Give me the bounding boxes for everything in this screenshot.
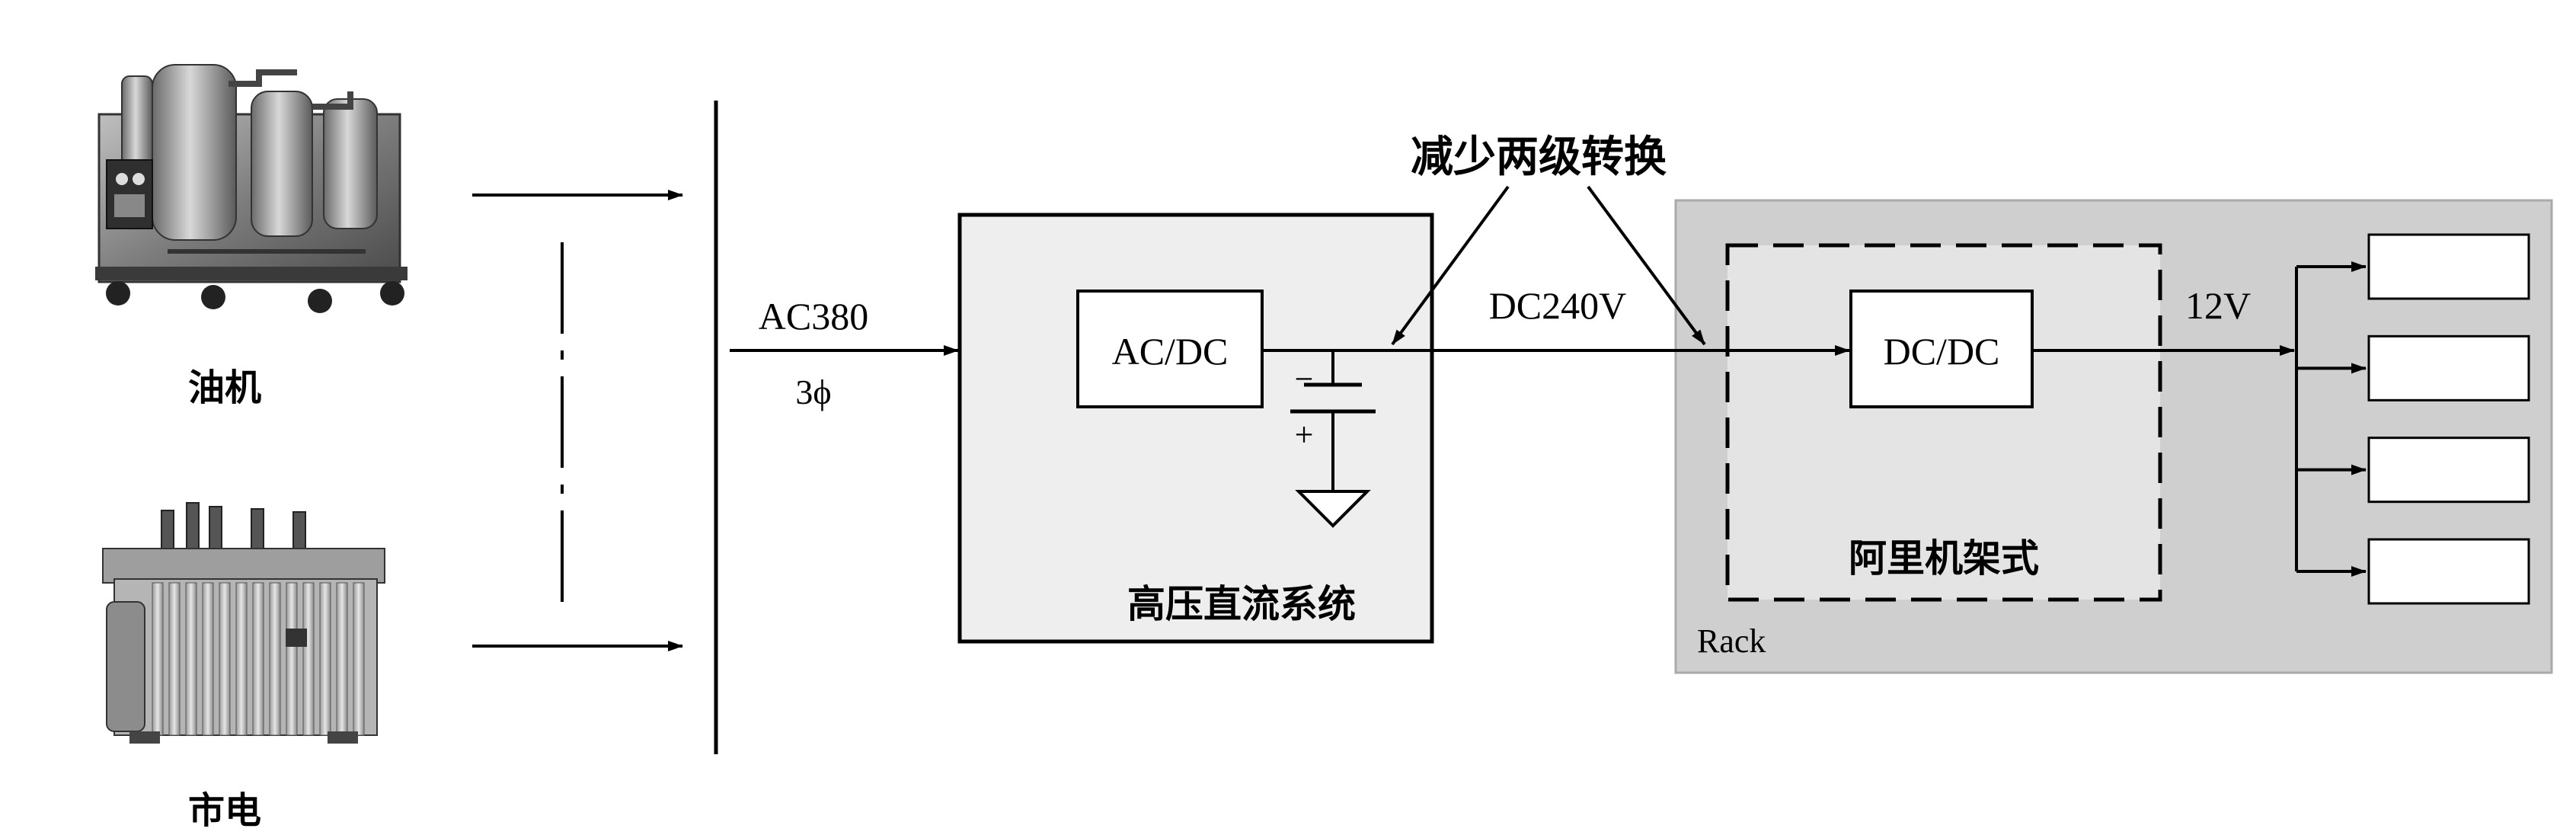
ac-dc-converter bbox=[1076, 290, 1264, 408]
load-box bbox=[2367, 538, 2530, 605]
load-box bbox=[2367, 334, 2530, 402]
grid-label: 市电 bbox=[188, 789, 261, 832]
hvdc-system-title: 高压直流系统 bbox=[1127, 582, 1356, 626]
ali-rack-label: 阿里机架式 bbox=[1849, 536, 2039, 581]
generator-label: 油机 bbox=[188, 366, 261, 409]
ac-dc-label: AC/DC bbox=[1112, 330, 1229, 373]
transformer-image bbox=[102, 502, 385, 744]
phase-label: 3ϕ bbox=[795, 373, 831, 411]
ac-voltage-label: AC380 bbox=[759, 295, 868, 338]
load-group bbox=[2296, 233, 2530, 605]
annotation-arrow-right bbox=[1587, 185, 1706, 346]
load-box bbox=[2367, 233, 2530, 300]
battery-plus: + bbox=[1295, 416, 1314, 453]
dc-voltage-label: DC240V bbox=[1489, 284, 1627, 327]
annotation-text: 减少两级转换 bbox=[1411, 133, 1667, 182]
annotation-arrow-left bbox=[1391, 185, 1510, 346]
generator-image bbox=[95, 64, 407, 313]
load-box bbox=[2367, 437, 2530, 504]
hvdc-system-box bbox=[957, 213, 1434, 644]
battery-minus: − bbox=[1295, 360, 1314, 398]
rack-label: Rack bbox=[1697, 622, 1766, 660]
output-voltage-label: 12V bbox=[2185, 284, 2251, 327]
dc-dc-converter bbox=[1849, 290, 2034, 408]
battery-symbol bbox=[1290, 350, 1376, 528]
dc-dc-label: DC/DC bbox=[1884, 330, 2000, 373]
